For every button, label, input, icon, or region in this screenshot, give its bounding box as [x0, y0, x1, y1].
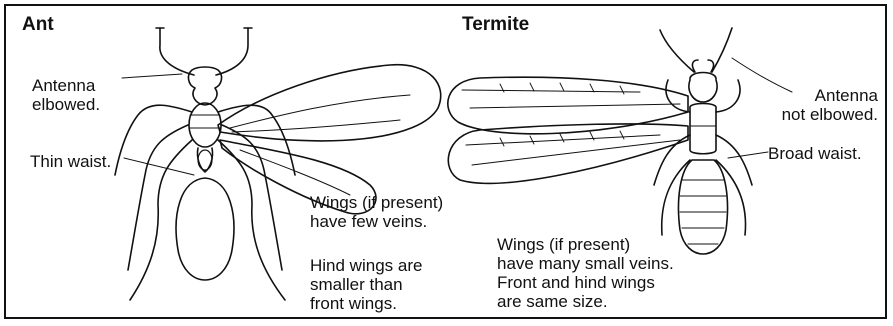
ant-antenna-label-line: Antenna: [32, 76, 100, 95]
ant-antenna-label: Antenna elbowed.: [32, 76, 100, 114]
termite-wings-label-line: Wings (if present): [497, 235, 674, 254]
ant-antenna-left: [160, 28, 194, 75]
ant-leg: [115, 105, 192, 175]
termite-antenna-label: Antenna not elbowed.: [750, 86, 878, 124]
ant-hind-wings-label-line: smaller than: [310, 275, 422, 294]
ant-head: [188, 67, 221, 105]
ant-wings-label-line: have few veins.: [310, 212, 443, 231]
termite-head: [689, 73, 717, 103]
termite-abdomen: [679, 160, 728, 254]
ant-hind-wings-label-line: Hind wings are: [310, 256, 422, 275]
termite-antenna-label-line: not elbowed.: [750, 105, 878, 124]
ant-hind-wings-label-line: front wings.: [310, 294, 422, 313]
ant-wings-label: Wings (if present) have few veins.: [310, 193, 443, 231]
ant-petiole: [197, 148, 212, 172]
ant-thorax: [189, 103, 221, 147]
termite-wings-label: Wings (if present) have many small veins…: [497, 235, 674, 311]
ant-front-wing: [218, 65, 441, 141]
ant-wings-label-line: Wings (if present): [310, 193, 443, 212]
ant-title: Ant: [22, 14, 54, 36]
ant-hind-wings-label: Hind wings are smaller than front wings.: [310, 256, 422, 313]
termite-thorax: [690, 104, 716, 154]
termite-title: Termite: [462, 14, 529, 36]
termite-antenna-right: [712, 28, 732, 72]
termite-antenna-left: [660, 30, 694, 72]
ant-antenna-right: [216, 28, 248, 75]
termite-wings-label-line: are same size.: [497, 292, 674, 311]
termite-waist-label: Broad waist.: [768, 144, 862, 163]
ant-gaster: [176, 178, 234, 280]
ant-waist-label: Thin waist.: [30, 152, 111, 171]
termite-drawing: [448, 28, 792, 254]
termite-wings-label-line: have many small veins.: [497, 254, 674, 273]
termite-wings-label-line: Front and hind wings: [497, 273, 674, 292]
termite-antenna-label-line: Antenna: [750, 86, 878, 105]
ant-antenna-label-line: elbowed.: [32, 95, 100, 114]
